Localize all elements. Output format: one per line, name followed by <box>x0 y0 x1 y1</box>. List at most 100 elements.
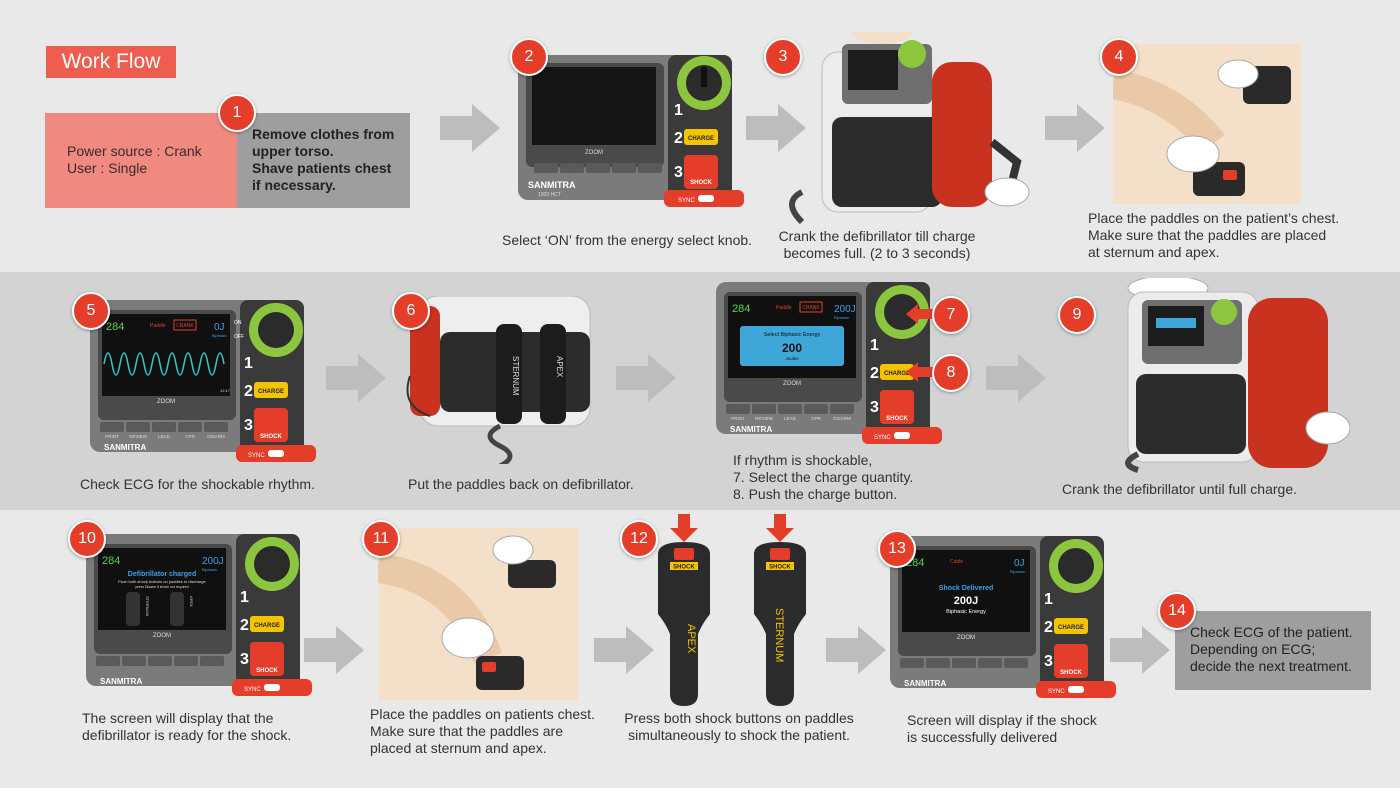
svg-text:SYNC: SYNC <box>1048 689 1065 695</box>
flow-arrow-icon <box>1110 626 1170 674</box>
step14-line: Check ECG of the patient. <box>1190 624 1353 640</box>
svg-text:CRANK: CRANK <box>802 305 820 311</box>
step1-instruction-box: Remove clothes from upper torso. Shave p… <box>237 113 410 208</box>
svg-text:SANMITRA: SANMITRA <box>730 425 772 434</box>
step4-illustration <box>1110 44 1301 204</box>
svg-text:CPR: CPR <box>811 416 821 421</box>
svg-text:1: 1 <box>240 589 249 606</box>
svg-text:Select Biphasic Energy: Select Biphasic Energy <box>764 332 821 338</box>
paddle-sternum-label: STERNUM <box>511 356 520 396</box>
step9-caption: Crank the defibrillator until full charg… <box>1062 481 1298 497</box>
svg-text:0J: 0J <box>1014 558 1025 569</box>
svg-text:SYNC: SYNC <box>248 453 265 459</box>
step11-illustration <box>375 528 578 700</box>
device-model: 1000 HCT <box>538 192 561 198</box>
step2-caption: Select ‘ON’ from the energy select knob. <box>502 232 753 248</box>
step12-caption: Press both shock buttons on paddles simu… <box>624 710 854 743</box>
flow-arrow-icon <box>616 354 676 402</box>
svg-text:1: 1 <box>674 102 683 119</box>
device-zoom-label: ZOOM <box>585 150 603 156</box>
svg-text:3: 3 <box>870 399 879 416</box>
svg-text:Defibrillator charged: Defibrillator charged <box>128 571 196 578</box>
screen-mode: Biphasic <box>212 333 227 338</box>
step7-8-caption: If rhythm is shockable, 7. Select the ch… <box>733 452 914 502</box>
svg-text:OFF: OFF <box>234 334 244 340</box>
step14-line: Depending on ECG; <box>1190 641 1316 657</box>
svg-text:2: 2 <box>674 130 683 147</box>
step-badge-1: 1 <box>218 94 256 132</box>
svg-text:REVIEW: REVIEW <box>755 416 774 421</box>
svg-text:DISARM: DISARM <box>833 416 851 421</box>
svg-text:3: 3 <box>1044 653 1053 670</box>
svg-text:Push both shock buttons on pad: Push both shock buttons on paddles to di… <box>118 579 206 584</box>
step12-paddles-illustration: SHOCK SHOCK APEX STERNUM <box>658 514 806 706</box>
screen-energy: 0J <box>214 322 225 333</box>
svg-text:Biphasic: Biphasic <box>202 567 217 572</box>
paddle-sternum-label: STERNUM <box>773 608 785 662</box>
step1-right-line: Remove clothes from <box>252 126 395 142</box>
svg-text:REVIEW: REVIEW <box>129 434 148 439</box>
svg-text:1: 1 <box>244 355 253 372</box>
svg-text:ZOOM: ZOOM <box>157 399 175 405</box>
flow-arrow-icon <box>440 104 500 152</box>
svg-text:ON: ON <box>234 320 242 326</box>
svg-text:SANMITRA: SANMITRA <box>904 679 946 688</box>
step4-caption: Place the paddles on the patient’s chest… <box>1088 210 1340 260</box>
svg-text:ZOOM: ZOOM <box>783 381 801 387</box>
step9-crank-illustration <box>1125 278 1350 473</box>
step1-left-line: Power source : Crank <box>67 143 202 159</box>
step1-power-box: Power source : Crank User : Single <box>45 113 237 208</box>
step-badge-2: 2 <box>510 38 548 76</box>
svg-text:LEAD: LEAD <box>784 416 797 421</box>
svg-text:200J: 200J <box>954 595 978 607</box>
screen-crank: CRANK <box>176 323 194 329</box>
svg-text:2: 2 <box>870 365 879 382</box>
svg-text:SHOCK: SHOCK <box>886 416 908 422</box>
svg-text:Biphasic: Biphasic <box>1010 569 1025 574</box>
paddle-shock-label: SHOCK <box>673 565 695 571</box>
page-title: Work Flow <box>46 46 176 78</box>
svg-text:200J: 200J <box>834 304 856 315</box>
step1-right-line: Shave patients chest <box>252 160 392 176</box>
svg-text:press Disarm if shock not requ: press Disarm if shock not required <box>135 585 188 589</box>
svg-text:PRINT: PRINT <box>105 434 119 439</box>
step-badge-12: 12 <box>620 520 658 558</box>
pointer-arrow-icon <box>906 362 936 382</box>
step-badge-10: 10 <box>68 520 106 558</box>
flow-arrow-icon <box>746 104 806 152</box>
svg-text:1: 1 <box>870 337 879 354</box>
step6-illustration: STERNUM APEX <box>406 296 591 464</box>
flow-arrow-icon <box>1045 104 1105 152</box>
svg-text:Biphasic Energy: Biphasic Energy <box>946 609 986 615</box>
charge-button: CHARGE <box>688 136 714 142</box>
svg-text:CHARGE: CHARGE <box>1058 625 1084 631</box>
svg-text:1: 1 <box>1044 591 1053 608</box>
step-badge-3: 3 <box>764 38 802 76</box>
step7-device-illustration: 284 Paddle CRANK 200J Biphasic Select Bi… <box>716 282 942 444</box>
svg-text:284: 284 <box>102 555 120 567</box>
step2-device-illustration: ZOOM SANMITRA 1000 HCT 1 2 CHARGE 3 SHOC… <box>518 55 744 207</box>
step10-caption: The screen will display that the defibri… <box>82 710 292 743</box>
shock-button: SHOCK <box>690 180 712 186</box>
step-badge-5: 5 <box>72 292 110 330</box>
svg-text:SHOCK: SHOCK <box>1060 670 1082 676</box>
step3-caption: Crank the defibrillator till charge beco… <box>778 228 976 261</box>
svg-text:Biphasic: Biphasic <box>834 315 849 320</box>
step1-right-line: upper torso. <box>252 143 334 159</box>
svg-text:SHOCK: SHOCK <box>260 434 282 440</box>
step11-caption: Place the paddles on patients chest. Mak… <box>370 706 595 756</box>
svg-text:CHARGE: CHARGE <box>254 623 280 629</box>
svg-text:Shock Delivered: Shock Delivered <box>939 585 993 592</box>
svg-text:APEX: APEX <box>189 596 194 607</box>
flow-arrow-icon <box>594 626 654 674</box>
svg-text:Cable: Cable <box>950 559 963 565</box>
step-badge-8: 8 <box>932 354 970 392</box>
step-badge-7: 7 <box>932 296 970 334</box>
svg-text:SYNC: SYNC <box>244 687 261 693</box>
svg-text:3: 3 <box>240 651 249 668</box>
svg-text:DISARM: DISARM <box>207 434 225 439</box>
svg-text:CHARGE: CHARGE <box>258 389 284 395</box>
flow-arrow-icon <box>986 354 1046 402</box>
svg-text:3: 3 <box>674 164 683 181</box>
step-badge-14: 14 <box>1158 592 1196 630</box>
